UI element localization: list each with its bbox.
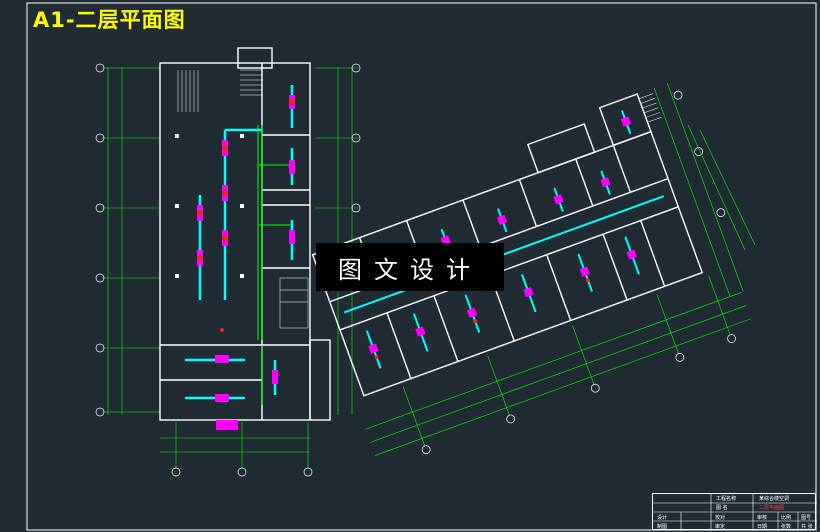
tb-cell: 日期 [757,524,768,530]
tb-cell: 制图 [657,524,668,530]
left-stairs [177,69,309,329]
tb-cell: 张数 [781,524,792,530]
drawing-name: 二层平面图 [759,505,785,511]
title-block-grid [653,494,817,531]
drawing-title: A1-二层平面图 [33,8,186,32]
left-dimension-lines [102,67,358,468]
project-name: 某综合楼空调 [759,496,790,502]
left-pipework [257,125,290,405]
drawing-frame [26,2,817,531]
tb-cell: 审核 [757,515,768,521]
left-equipment-red [197,99,295,332]
drawing-label: 图 名 [716,505,728,511]
watermark-banner: 图文设计 [316,243,504,291]
right-top-dims [687,124,756,251]
left-building-block [95,47,361,477]
tb-cell: 比例 [781,515,792,521]
left-walls [159,47,331,421]
left-ductwork [185,85,294,400]
tb-cell: 审定 [715,524,726,530]
tb-cell: 共 张 [801,524,813,530]
tb-cell: 校对 [715,515,726,521]
left-columns [175,134,244,278]
tb-cell: 图号 [801,515,812,521]
project-label: 工程名称 [716,496,737,502]
tb-cell: 设计 [657,515,668,521]
left-axis-bubbles [95,63,361,477]
title-block: 工程名称 某综合楼空调 图 名 二层平面图 设计 校对 审核 比例 图号 制图 … [652,493,817,531]
